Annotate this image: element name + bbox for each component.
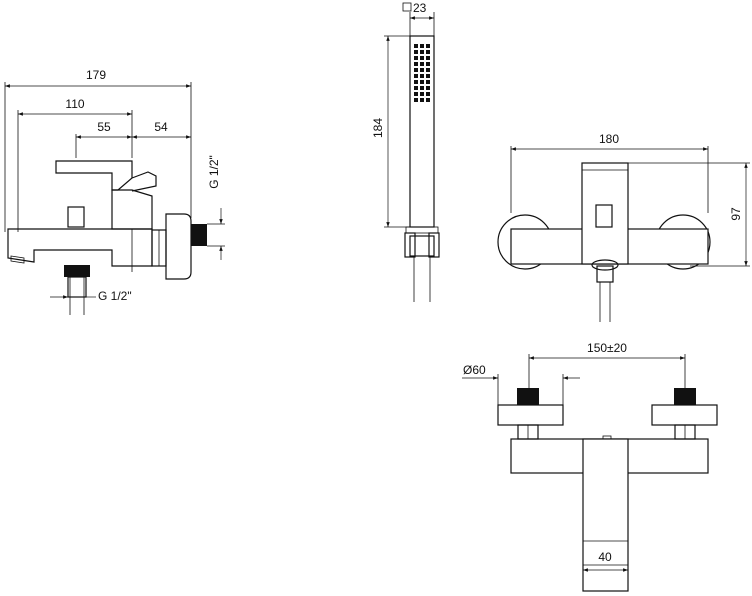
dim-front-height: 97 (729, 207, 743, 221)
dim-spout-width: 40 (598, 550, 612, 564)
spray-nozzle (414, 50, 418, 54)
handshower-view: 23 184 (371, 1, 440, 302)
spray-nozzle (426, 98, 430, 102)
front-view: 180 97 (497, 132, 750, 322)
spray-nozzle (426, 92, 430, 96)
spray-nozzle (414, 68, 418, 72)
spray-nozzle-grid (414, 44, 430, 102)
spray-nozzle (426, 50, 430, 54)
spray-nozzle (414, 98, 418, 102)
spray-nozzle (414, 62, 418, 66)
spray-nozzle (414, 92, 418, 96)
spray-nozzle (414, 56, 418, 60)
dim-handshower-width: 23 (413, 1, 427, 15)
spray-nozzle (426, 56, 430, 60)
spray-nozzle (420, 44, 424, 48)
spray-nozzle (426, 74, 430, 78)
side-view: 179 110 55 54 G 1/2" (4, 68, 225, 315)
dim-inlet-thread: G 1/2" (207, 155, 221, 189)
spray-nozzle (420, 50, 424, 54)
spray-nozzle (426, 80, 430, 84)
spray-nozzle (414, 86, 418, 90)
spray-nozzle (414, 74, 418, 78)
spray-nozzle (426, 68, 430, 72)
dim-overall-width: 179 (86, 68, 106, 82)
top-view: 150±20 Ø60 40 (462, 341, 718, 592)
spray-nozzle (420, 62, 424, 66)
spray-nozzle (420, 92, 424, 96)
dim-body-offset: 55 (97, 120, 111, 134)
spray-nozzle (420, 80, 424, 84)
dim-handshower-length: 184 (371, 118, 385, 138)
dim-centres: 150±20 (587, 341, 627, 355)
spray-nozzle (420, 74, 424, 78)
spray-nozzle (426, 44, 430, 48)
spray-nozzle (426, 86, 430, 90)
dim-front-width: 180 (599, 132, 619, 146)
dim-escutcheon-diameter: Ø60 (463, 363, 486, 377)
dim-spout-reach: 110 (65, 97, 84, 111)
spray-nozzle (420, 68, 424, 72)
spray-nozzle (420, 56, 424, 60)
spray-nozzle (426, 62, 430, 66)
spray-nozzle (420, 86, 424, 90)
spray-nozzle (414, 80, 418, 84)
dim-outlet-thread: G 1/2" (98, 289, 132, 303)
spray-nozzle (414, 44, 418, 48)
spray-nozzle (420, 98, 424, 102)
dim-inlet-offset: 54 (154, 120, 168, 134)
